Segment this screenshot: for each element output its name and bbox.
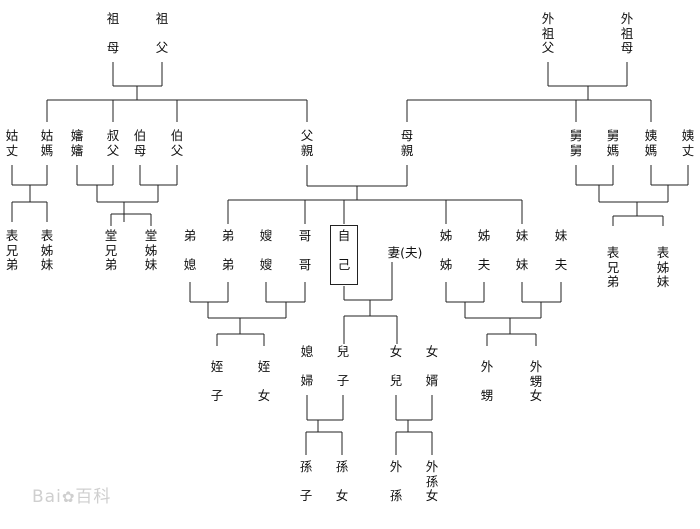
node-younger-brother-wife: 弟 媳 <box>183 228 197 272</box>
node-grandfather: 祖 父 <box>155 11 169 55</box>
grandchildren-connector <box>305 395 433 455</box>
maternal-grandparents-connector <box>406 62 652 122</box>
node-nephew: 姪 子 <box>210 359 224 403</box>
node-son-in-law: 女 婿 <box>425 344 439 388</box>
node-daughter-granddaughter: 外 孫 女 <box>425 459 439 503</box>
node-sister-son: 外 甥 <box>480 359 494 403</box>
paw-icon: ✿ <box>61 488 76 506</box>
node-elder-aunt-by-marriage: 伯 母 <box>133 128 147 158</box>
node-elder-uncle: 伯 父 <box>170 128 184 158</box>
node-tang-sisters: 堂 姊 妹 <box>144 228 158 272</box>
node-paternal-aunt-husband: 姑 丈 <box>5 128 19 158</box>
node-younger-sister-husband: 妹 夫 <box>554 228 568 272</box>
node-maternal-uncle-wife: 舅 舅 <box>569 128 583 158</box>
watermark-text: Bai <box>32 487 62 507</box>
node-daughter-grandson: 外 孫 <box>389 459 403 503</box>
node-aunt-by-marriage: 嬸 嬸 <box>70 128 84 158</box>
node-cousin-male-paternal: 表 兄 弟 <box>5 228 19 272</box>
self-spouse-connector <box>343 262 398 344</box>
node-elder-brother-wife: 嫂 嫂 <box>259 228 273 272</box>
node-cousin-female-maternal: 表 姊 妹 <box>656 245 670 289</box>
node-younger-sister: 妹 妹 <box>515 228 529 272</box>
node-grandson: 孫 子 <box>299 459 313 503</box>
parents-connector <box>227 165 523 224</box>
node-maternal-grandfather: 外 祖 父 <box>541 11 555 55</box>
node-spouse: 妻(夫) <box>387 245 423 260</box>
node-paternal-aunt: 姑 媽 <box>40 128 54 158</box>
siblings-couples-connector <box>189 282 562 346</box>
node-daughter-in-law: 媳 婦 <box>300 344 314 388</box>
aunt-couple-connectors <box>11 165 178 226</box>
node-niece: 姪 女 <box>257 359 271 403</box>
node-elder-brother: 哥 哥 <box>298 228 312 272</box>
node-elder-sister-husband: 姊 夫 <box>477 228 491 272</box>
node-father: 父 親 <box>300 128 314 158</box>
node-younger-brother: 弟 弟 <box>221 228 235 272</box>
node-cousin-female-paternal: 表 姊 妹 <box>40 228 54 272</box>
node-sister-daughter: 外 甥 女 <box>529 359 543 403</box>
node-grandmother: 祖 母 <box>106 11 120 55</box>
grandparents-connector <box>46 62 308 122</box>
baidu-watermark: Bai✿百科 <box>32 482 111 507</box>
maternal-cousins-connector <box>575 165 689 226</box>
node-elder-sister: 姊 姊 <box>439 228 453 272</box>
node-maternal-uncle: 舅 媽 <box>606 128 620 158</box>
node-son: 兒 子 <box>336 344 350 388</box>
node-maternal-grandmother: 外 祖 母 <box>620 11 634 55</box>
node-granddaughter: 孫 女 <box>335 459 349 503</box>
node-tang-brothers: 堂 兄 弟 <box>104 228 118 272</box>
self-highlight-box <box>330 225 358 285</box>
node-maternal-aunt-husband: 姨 丈 <box>681 128 695 158</box>
watermark-suffix: 百科 <box>75 487 112 507</box>
node-daughter: 女 兒 <box>389 344 403 388</box>
node-self: 自 己 <box>337 228 351 272</box>
node-younger-uncle: 叔 父 <box>106 128 120 158</box>
node-cousin-male-maternal: 表 兄 弟 <box>606 245 620 289</box>
node-mother: 母 親 <box>400 128 414 158</box>
node-maternal-aunt: 姨 媽 <box>644 128 658 158</box>
